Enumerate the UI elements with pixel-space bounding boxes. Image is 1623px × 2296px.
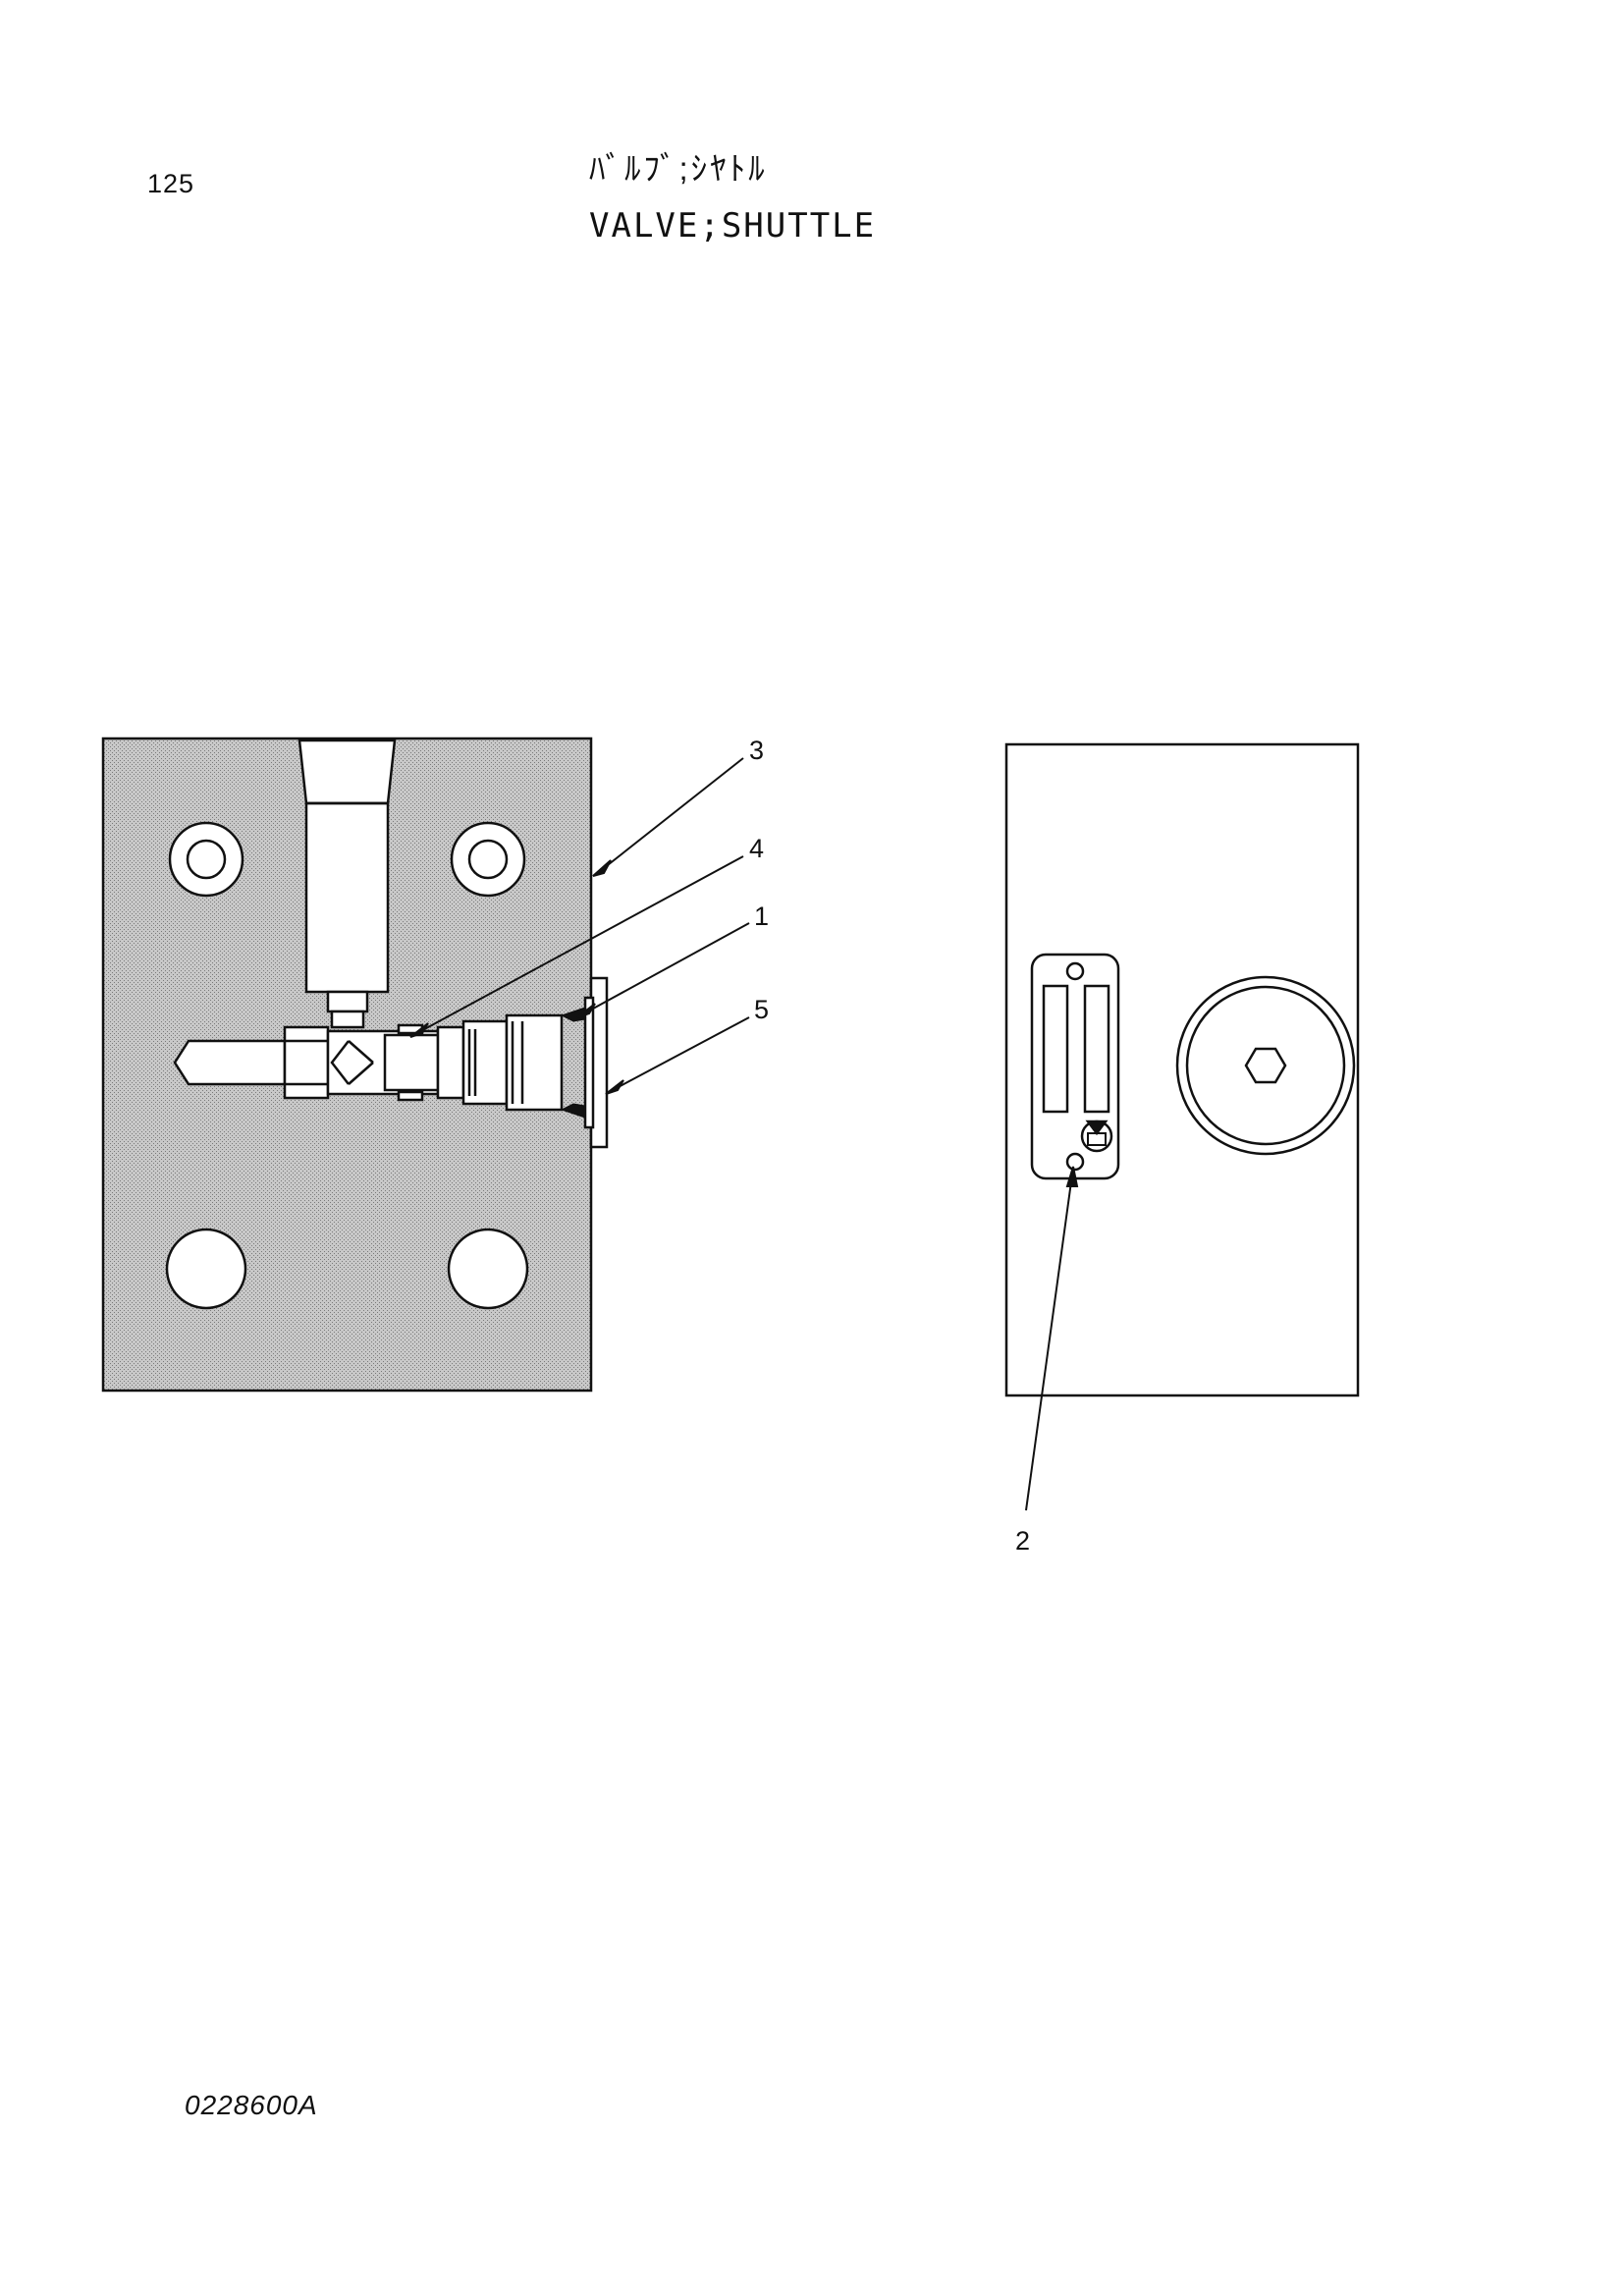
mounting-hole-bottom-right [447,1228,529,1310]
mounting-hole-top-right [450,821,526,898]
external-view [1004,742,1360,1397]
leader-4 [416,855,744,1034]
leader-5 [612,1016,750,1091]
callout-5: 5 [754,995,769,1024]
drawing-code: 0228600A [185,2090,318,2120]
plug-flange [583,976,609,1149]
leader-2 [1025,1174,1073,1511]
leader-3 [598,757,744,873]
callout-2: 2 [1015,1526,1030,1556]
mounting-hole-bottom-left [165,1228,247,1310]
vertical-passage [298,738,397,1029]
title-japanese: ﾊﾞﾙﾌﾞ;ｼﾔﾄﾙ [589,150,768,187]
section-view [101,737,609,1393]
page-number: 125 [147,169,195,198]
title-english: VALVE;SHUTTLE [589,206,877,246]
callout-3: 3 [749,736,764,765]
callout-4: 4 [749,834,764,863]
callout-1: 1 [754,902,769,931]
leader-lines [409,757,1079,1511]
name-plate [1030,953,1120,1180]
plug [436,1013,564,1112]
horizontal-bore [173,1039,287,1086]
mounting-hole-top-left [168,821,244,898]
hex-socket-plug [1175,975,1356,1156]
leader-1 [583,922,750,1014]
